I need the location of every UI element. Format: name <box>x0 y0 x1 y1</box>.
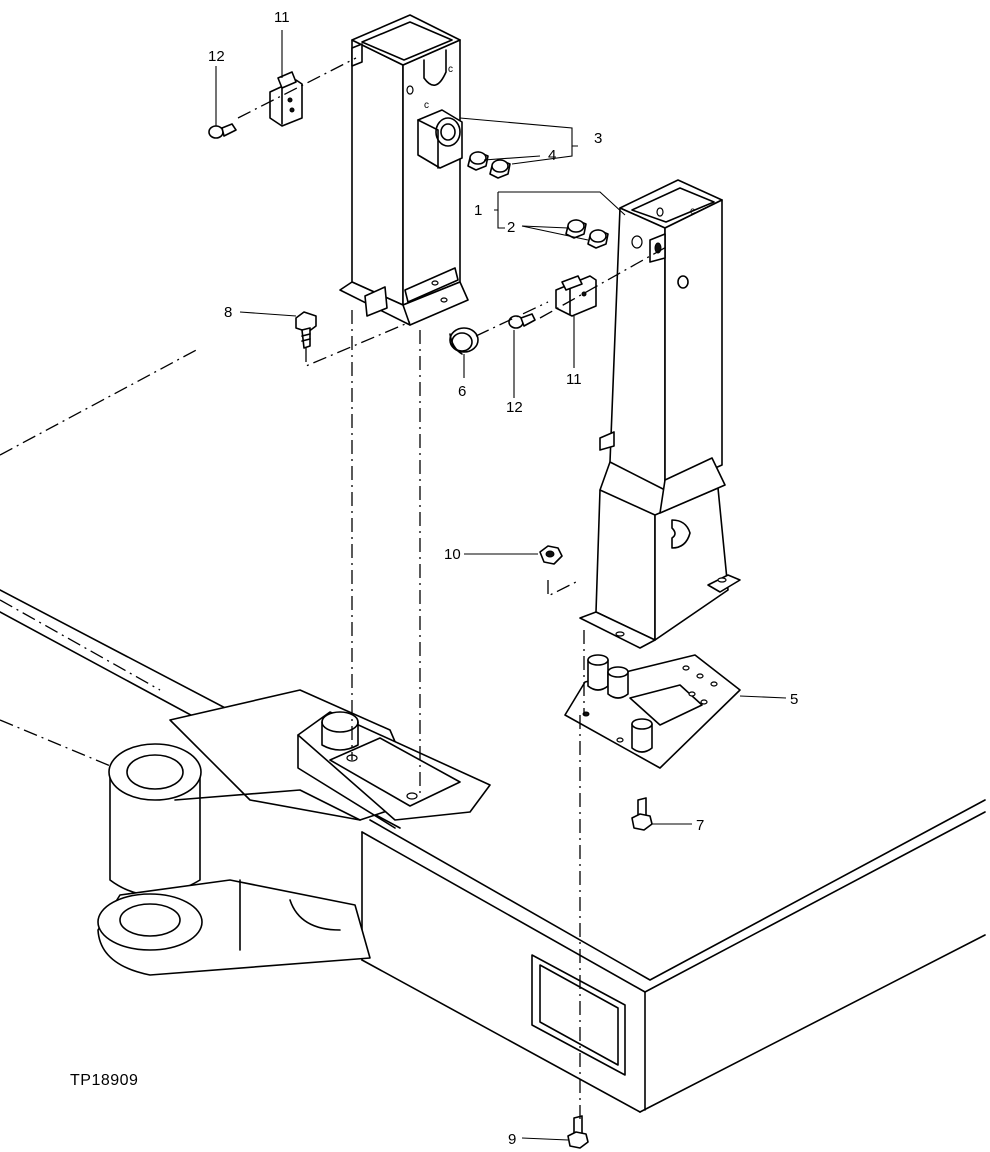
right-support-post: c <box>579 179 741 649</box>
callout-1: 1 <box>474 202 483 219</box>
bushings-lower <box>565 219 609 249</box>
callout-6: 6 <box>458 383 467 400</box>
mounting-plate <box>564 654 741 769</box>
leader-lines <box>215 30 787 1141</box>
callout-11-middle: 11 <box>566 371 582 388</box>
bracket-middle <box>555 275 597 317</box>
bracket-upper <box>269 71 303 127</box>
callout-12-middle: 12 <box>506 399 523 416</box>
callout-9: 9 <box>508 1131 517 1148</box>
bolt-seven <box>631 797 653 831</box>
callout-5: 5 <box>790 691 799 708</box>
bolt-nine <box>567 1115 589 1149</box>
bushings-upper <box>467 151 511 179</box>
base-frame <box>0 347 986 1113</box>
left-mount-pad <box>297 711 491 829</box>
nut-ten <box>539 545 563 565</box>
callout-11-upper: 11 <box>274 9 290 26</box>
bolt-middle <box>508 313 536 329</box>
callout-8: 8 <box>224 304 233 321</box>
callout-7: 7 <box>696 817 705 834</box>
callout-12-upper: 12 <box>208 48 225 65</box>
plug <box>449 327 479 355</box>
svg-text:c: c <box>690 206 695 217</box>
callout-2: 2 <box>507 219 516 236</box>
assembly-lines <box>237 57 669 1120</box>
bolt-upper <box>208 123 237 139</box>
figure-id-label: TP18909 <box>70 1072 139 1089</box>
callout-10: 10 <box>444 546 461 563</box>
bushing-bracket <box>417 109 463 169</box>
callout-4: 4 <box>548 147 557 164</box>
callout-3: 3 <box>594 130 603 147</box>
svg-text:c: c <box>424 100 429 111</box>
left-support-post: c c <box>339 14 469 326</box>
bolt-eight <box>295 311 317 349</box>
svg-text:c: c <box>448 64 453 75</box>
